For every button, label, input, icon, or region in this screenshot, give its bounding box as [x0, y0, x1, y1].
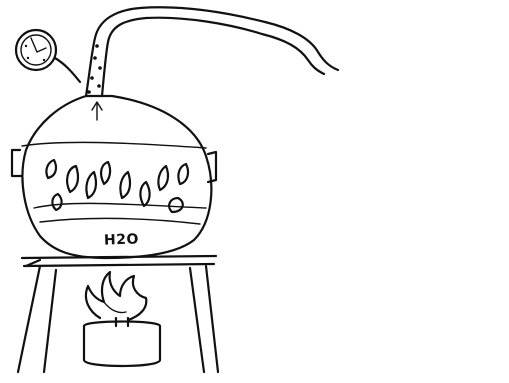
- still-neck: [86, 7, 338, 120]
- boiler-stand: [18, 256, 218, 372]
- water-label: H2O: [104, 231, 139, 248]
- pressure-gauge: [16, 30, 80, 82]
- burner: [84, 272, 160, 366]
